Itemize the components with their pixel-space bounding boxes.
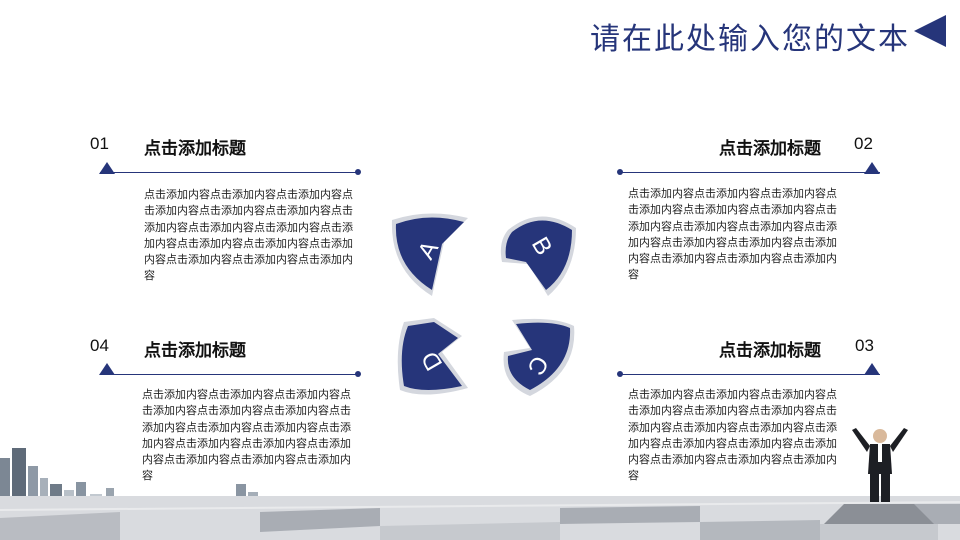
item-title-03[interactable]: 点击添加标题	[719, 341, 821, 360]
triangle-marker-icon	[864, 363, 880, 375]
divider-line	[620, 374, 880, 375]
divider-end-dot	[617, 169, 623, 175]
petal-c[interactable]: C	[503, 318, 575, 396]
triangle-marker-icon	[99, 363, 115, 375]
divider-end-dot	[355, 169, 361, 175]
item-body-04[interactable]: 点击添加内容点击添加内容点击添加内容点击添加内容点击添加内容点击添加内容点击添加…	[142, 389, 351, 483]
divider-end-dot	[355, 371, 361, 377]
item-title-02[interactable]: 点击添加标题	[719, 139, 821, 158]
item-body-02[interactable]: 点击添加内容点击添加内容点击添加内容点击添加内容点击添加内容点击添加内容点击添加…	[628, 188, 837, 282]
checkered-floor-image	[0, 496, 960, 540]
petal-a[interactable]: A	[391, 213, 468, 296]
divider-line	[100, 172, 358, 173]
triangle-marker-icon	[99, 162, 115, 174]
item-title-01[interactable]: 点击添加标题	[144, 139, 246, 158]
divider-end-dot	[617, 371, 623, 377]
item-number-04: 04	[90, 336, 109, 355]
petal-b[interactable]: B	[500, 216, 576, 296]
divider-line	[100, 374, 358, 375]
petal-d[interactable]: D	[397, 318, 468, 395]
triangle-marker-icon	[864, 162, 880, 174]
businessman-figure-image	[820, 428, 938, 540]
slide-title: 请在此处输入您的文本	[590, 22, 910, 57]
title-arrow-icon	[914, 15, 946, 47]
divider-line	[620, 172, 880, 173]
item-body-03[interactable]: 点击添加内容点击添加内容点击添加内容点击添加内容点击添加内容点击添加内容点击添加…	[628, 389, 837, 483]
abcd-petal-diagram: A B C D	[391, 213, 576, 396]
item-title-04[interactable]: 点击添加标题	[144, 341, 246, 360]
item-number-01: 01	[90, 134, 109, 153]
item-number-02: 02	[854, 134, 873, 153]
item-number-03: 03	[855, 336, 874, 355]
item-body-01[interactable]: 点击添加内容点击添加内容点击添加内容点击添加内容点击添加内容点击添加内容点击添加…	[144, 189, 353, 283]
